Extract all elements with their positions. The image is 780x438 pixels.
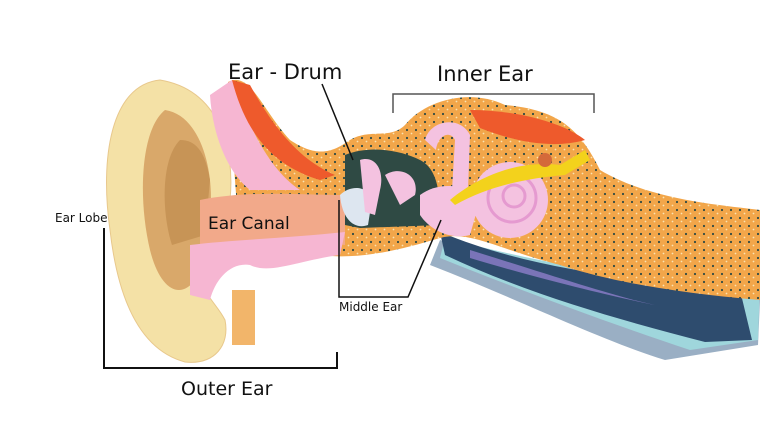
ear-lobe-label: Ear Lobe [55,211,108,225]
concha-inner [164,140,210,245]
inner-ear-bracket [392,93,595,113]
ear-canal-label: Ear Canal [208,214,290,234]
outer-ear-bracket [103,228,338,369]
ear-drum-label: Ear - Drum [228,60,343,84]
auditory-nerve [450,150,590,205]
inner-ear-label: Inner Ear [437,62,533,86]
ear-lobe-base [232,290,255,345]
annotation-lines [103,83,595,369]
eustachian-tube-dark [440,232,752,342]
middle-ear-label: Middle Ear [339,300,403,314]
ear-canal [200,193,345,245]
muscle [470,110,585,145]
nerve-node [538,153,552,167]
ear-drum-pointer [321,83,354,161]
semicircular-canals [425,122,470,190]
outer-ear-label: Outer Ear [181,378,273,400]
cartilage [210,80,300,190]
ossicles [360,159,416,215]
cochlea-spiral-inner [501,183,527,209]
canal-skin [190,232,345,300]
middle-ear-pointer [338,200,442,298]
muscle-red [232,80,335,180]
